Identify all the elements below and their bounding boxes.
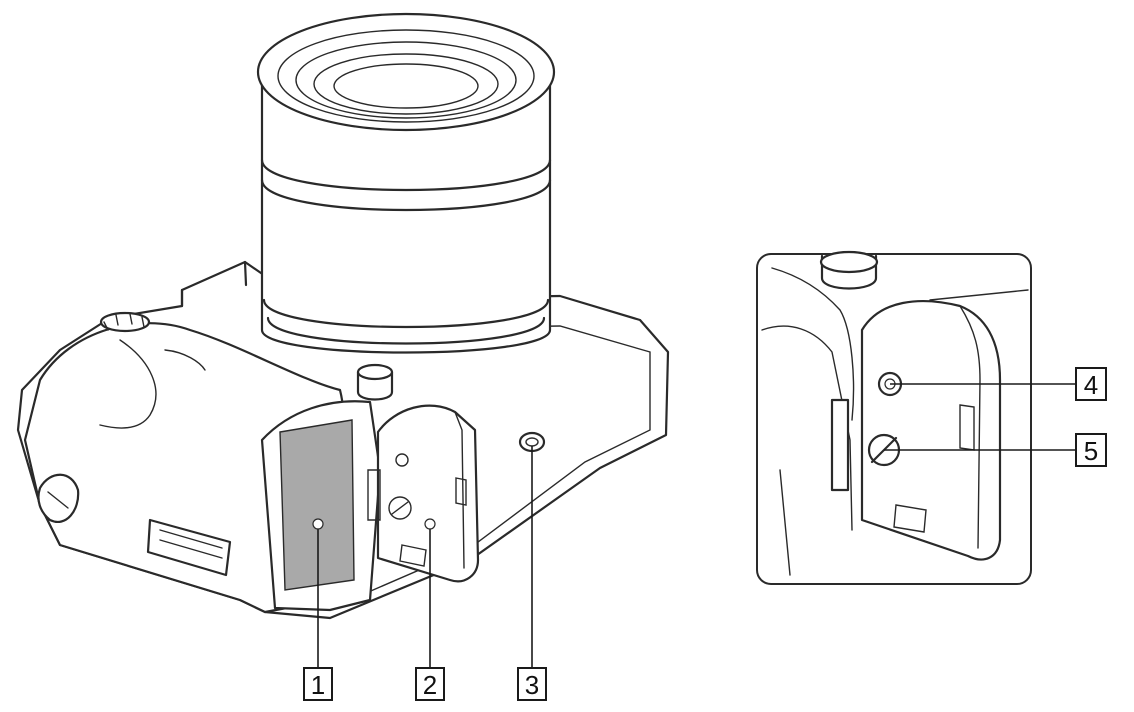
callout-2-label: 2 bbox=[423, 670, 437, 700]
callout-5-label: 5 bbox=[1084, 436, 1098, 466]
camera-illustration bbox=[16, 12, 670, 620]
strap-lug bbox=[37, 473, 80, 523]
callout-3-label: 3 bbox=[525, 670, 539, 700]
battery-cover-main bbox=[367, 404, 480, 583]
inset-closeup bbox=[756, 250, 1032, 585]
battery bbox=[280, 420, 354, 590]
callout-4-label: 4 bbox=[1084, 370, 1098, 400]
callout-4: 4 bbox=[1075, 367, 1107, 401]
callout-3: 3 bbox=[517, 667, 547, 701]
callout-1-label: 1 bbox=[311, 670, 325, 700]
callout-1: 1 bbox=[303, 667, 333, 701]
callout-5: 5 bbox=[1075, 433, 1107, 467]
inset-cover bbox=[860, 300, 1002, 561]
lens bbox=[256, 12, 556, 354]
callout-2: 2 bbox=[415, 667, 445, 701]
leader-lines bbox=[317, 383, 1076, 668]
